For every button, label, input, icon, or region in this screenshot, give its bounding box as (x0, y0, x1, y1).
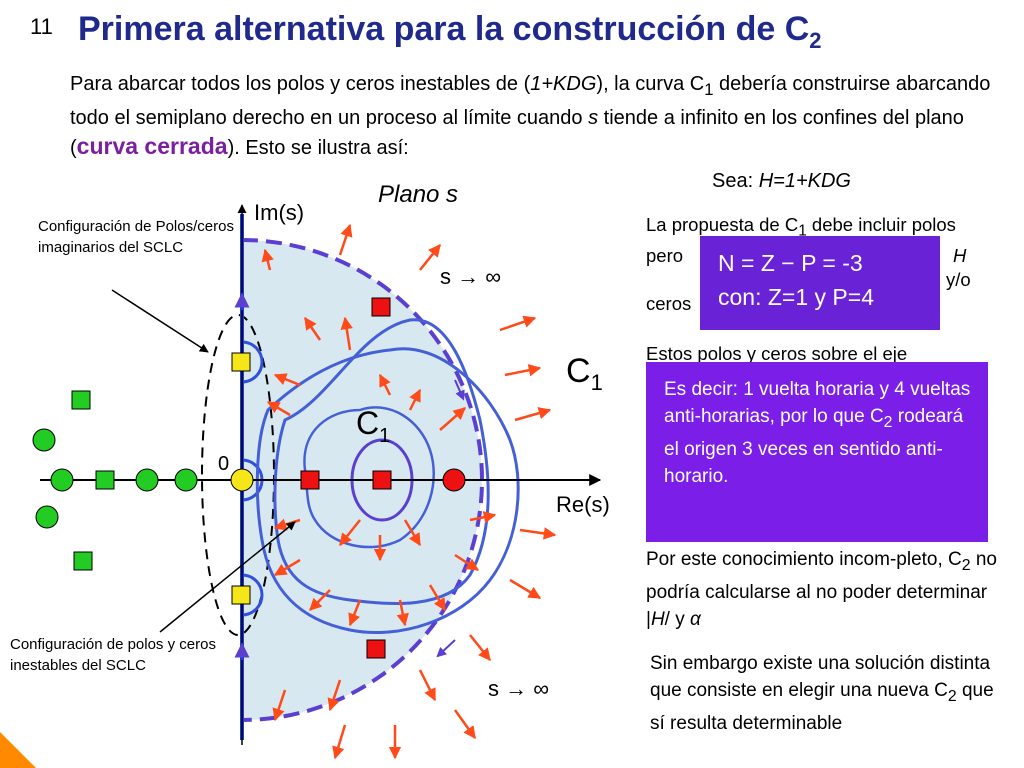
intro-part: debería construirse abarcando todo el se… (70, 73, 991, 129)
indentation-top (241, 340, 264, 384)
intro-part: Para abarcar todos los polos y ceros ine… (70, 73, 531, 95)
intro-part: ), la curva C (596, 73, 705, 95)
radial-arrow (504, 364, 542, 377)
pointer-imaginary-config (111, 289, 209, 353)
stable-zero-square (73, 551, 93, 571)
nzp-box: N = Z − P = -3 con: Z=1 y P=4 (700, 236, 940, 330)
stable-zero-square (71, 390, 91, 410)
big-contour-arrow-top (454, 379, 465, 401)
nzp-line-2: con: Z=1 y P=4 (718, 284, 874, 310)
radial-arrow (408, 388, 422, 411)
radial-arrow (327, 679, 342, 712)
s-infinity-top: s → ∞ (440, 264, 501, 289)
proposal-line-3: y/o (946, 268, 971, 290)
s-infinity-bottom: s → ∞ (488, 676, 549, 701)
radial-arrow (273, 373, 301, 387)
radial-arrow (266, 400, 291, 417)
radial-arrow (469, 634, 491, 661)
imaginary-config-ellipse (201, 314, 275, 636)
stable-pole-circle (35, 505, 59, 529)
sea-definition: Sea: H=1+KDG (712, 170, 851, 193)
radial-arrows (261, 223, 557, 760)
nzp-line-1: N = Z − P = -3 (718, 250, 863, 276)
stable-pole-circle (174, 468, 198, 492)
intro-part: tiende a infinito en los confines del pl… (70, 107, 964, 159)
radial-arrow (509, 578, 542, 600)
origin-pole (230, 468, 254, 492)
radial-arrow (439, 407, 466, 431)
indentation-bottom (241, 573, 264, 617)
c1-label-small: C1 (356, 405, 390, 447)
sea-label: Sea: (712, 170, 759, 192)
corner-decoration (0, 732, 36, 768)
radial-arrow (378, 373, 392, 396)
s-plane-diagram: Plano s Im(s) Re(s) 0 s → ∞ s → ∞ C1 C1 (32, 181, 610, 760)
radial-arrow (339, 519, 361, 546)
radial-arrow (309, 589, 331, 611)
intro-sub: 1 (704, 80, 714, 99)
stable-pole-circle (32, 428, 56, 452)
radial-arrow (403, 519, 422, 547)
title-subscript: 2 (809, 27, 822, 53)
stable-pole-circle (135, 468, 159, 492)
radial-arrow (348, 599, 362, 627)
intro-paragraph: Para abarcar todos los polos y ceros ine… (70, 70, 1000, 162)
imaginary-zero-top (231, 352, 251, 372)
proposal-text: La propuesta de C1 debe incluir polos pe… (646, 213, 996, 316)
proposal-line-4: ceros (646, 292, 692, 314)
radial-arrow (514, 407, 552, 422)
radial-arrow (519, 527, 557, 540)
big-contour-dashed (241, 238, 484, 722)
radial-arrow (261, 248, 274, 271)
c1-label-big: C1 (566, 352, 603, 395)
radial-arrow (419, 244, 441, 271)
embargo-text: Sin embargo existe una solución distinta… (650, 653, 994, 734)
es-decir-box: Es decir: 1 vuelta horaria y 4 vueltas a… (646, 362, 988, 542)
radial-arrow (453, 709, 477, 740)
pointer-unstable-config (159, 521, 296, 633)
proposal-line-1: La propuesta de C1 debe incluir polos (646, 214, 956, 240)
contour-inner (303, 406, 435, 549)
stable-zero-square (95, 470, 115, 490)
curva-cerrada-highlight: curva cerrada (76, 133, 228, 159)
unstable-zero-square (300, 470, 320, 490)
radial-arrow (273, 558, 301, 577)
radial-arrow (338, 223, 353, 256)
radial-arrow (469, 511, 497, 524)
plane-label: Plano s (378, 181, 458, 208)
radial-arrow (332, 724, 347, 760)
radial-arrow (272, 689, 287, 722)
unstable-zero-square (372, 470, 392, 490)
re-axis-label: Re(s) (556, 492, 610, 517)
axis-poles-text: Estos polos y ceros sobre el eje (646, 343, 908, 364)
origin-label: 0 (218, 453, 229, 475)
big-contour-arrow-bottom (436, 639, 456, 658)
radial-arrow (340, 316, 353, 351)
stable-pole-circle (50, 468, 74, 492)
radial-arrow (396, 599, 409, 627)
im-axis-label: Im(s) (254, 200, 304, 225)
intro-part: ). Esto se ilustra así: (227, 137, 409, 159)
slide-number: 11 (30, 14, 53, 39)
title-text: Primera alternativa para la construcción… (78, 10, 810, 48)
radial-arrow (428, 584, 447, 612)
radial-arrow (418, 669, 437, 702)
note-unstable-config: Configuración de polos y ceros inestable… (10, 636, 216, 674)
radial-arrow (454, 553, 480, 572)
intro-math: 1+KDG (530, 73, 597, 95)
knowledge-text: Por este conocimiento incom-pleto, C2 no… (646, 549, 997, 630)
imaginary-zero-bottom (231, 585, 251, 605)
radial-arrow (303, 316, 322, 341)
sea-expression: H=1+KDG (758, 170, 851, 192)
unstable-pole-circle (442, 468, 466, 492)
contour-outer (255, 347, 520, 635)
intro-s: s (588, 107, 599, 129)
radial-arrow (499, 315, 537, 332)
slide-title: Primera alternativa para la construcción… (78, 10, 822, 54)
stable-markers (32, 390, 198, 571)
unstable-zero-square (371, 297, 391, 317)
note-imaginary-config: Configuración de Polos/ceros imaginarios… (38, 218, 234, 256)
unstable-zero-square (366, 639, 386, 659)
